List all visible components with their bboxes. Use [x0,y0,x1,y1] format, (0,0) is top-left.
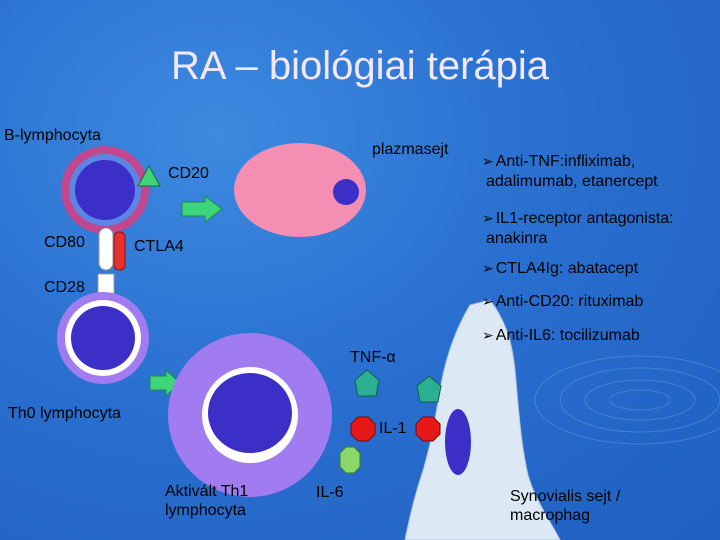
bullet-arrow-icon: ➢ [482,261,494,277]
label-il1: IL-1 [379,420,407,437]
bullet-item-anti-cd20: ➢Anti-CD20: rituximab [482,292,643,312]
label-cd28: CD28 [44,279,85,296]
label-plazmasejt: plazmasejt [372,141,449,158]
slide-title: RA – biológiai terápia [170,44,550,88]
cd20-marker [137,164,161,187]
tnf-alpha-molecule-1 [354,369,380,397]
bullet-item-ctla4ig: ➢CTLA4Ig: abatacept [482,259,638,279]
plasma-cell-nucleus [333,179,359,205]
bullet-text: IL1-receptor antagonista: [495,210,674,227]
label-b-lymphocyta: B-lymphocyta [4,127,101,144]
il1-molecule-2 [415,416,441,442]
bullet-arrow-icon: ➢ [482,154,494,170]
label-synov-line1: Synovialis sejt / [510,488,621,505]
th1-lymphocyte-nucleus [208,373,292,453]
label-tnf-alpha: TNF-α [350,349,396,366]
b-lymphocyte-nucleus [75,160,135,220]
label-aktivalt-th1: Aktivált Th1 lymphocyta [165,482,248,520]
label-aktivalt-line1: Aktivált Th1 [165,483,249,500]
bullet-arrow-icon: ➢ [482,211,494,227]
bullet-text-continuation: anakinra [486,230,548,247]
label-cd80: CD80 [44,234,85,251]
label-th0-lymphocyta: Th0 lymphocyta [8,405,121,422]
bullet-item-il1-antagonist: ➢IL1-receptor antagonista: anakinra [482,209,674,248]
th0-lymphocyte-nucleus [71,306,135,370]
bullet-item-anti-il6: ➢Anti-IL6: tocilizumab [482,326,640,346]
tnf-alpha-molecule-2 [416,375,442,403]
ripple-decoration [534,355,720,445]
bullet-arrow-icon: ➢ [482,294,494,310]
cd80-receptor [98,227,114,271]
label-il6: IL-6 [316,484,344,501]
label-cd20: CD20 [168,165,209,182]
bullet-text-continuation: adalimumab, etanercept [486,173,658,190]
il6-molecule [339,446,361,474]
plasma-cell [234,143,366,237]
bullet-text: CTLA4Ig: abatacept [495,260,639,277]
label-ctla4: CTLA4 [134,238,184,255]
bullet-item-anti-tnf: ➢Anti-TNF:infliximab, adalimumab, etaner… [482,152,658,191]
label-aktivalt-line2: lymphocyta [165,502,246,519]
il1-molecule-1 [350,416,376,442]
synovial-cell-nucleus [445,409,471,475]
label-synov-line2: macrophag [510,507,591,524]
label-synovialis: Synovialis sejt / macrophag [510,487,620,525]
bullet-text: Anti-CD20: rituximab [495,293,644,310]
bullet-arrow-icon: ➢ [482,328,494,344]
ctla4-receptor [113,231,126,271]
bullet-text: Anti-IL6: tocilizumab [495,327,640,344]
bullet-text: Anti-TNF:infliximab, [495,153,636,170]
arrow-b-to-plasma [181,194,223,224]
